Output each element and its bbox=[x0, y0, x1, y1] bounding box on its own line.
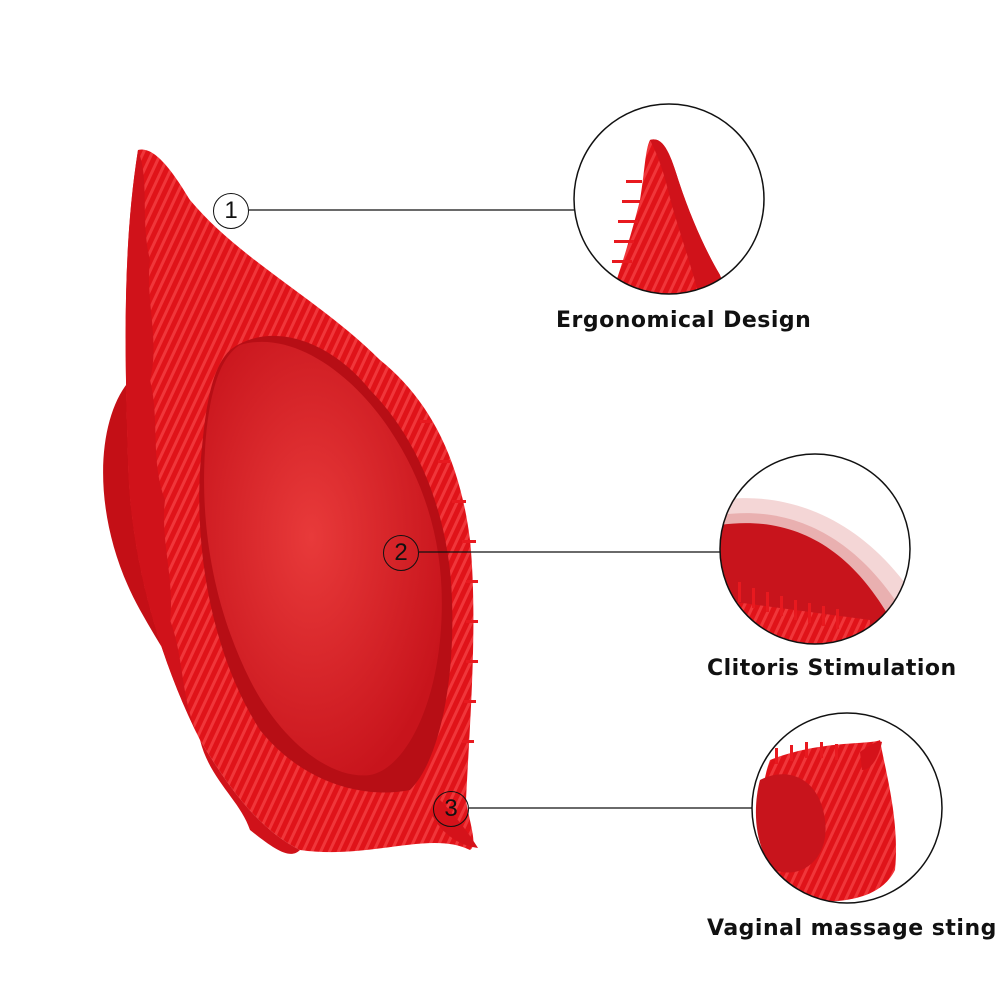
detail-circle-stimulation bbox=[719, 453, 911, 645]
callout-number-2: 2 bbox=[383, 535, 419, 571]
detail-circle-massage-sting bbox=[751, 712, 943, 904]
callout-lines bbox=[249, 209, 752, 809]
callout-number-3: 3 bbox=[433, 791, 469, 827]
feature-label-ergonomic: Ergonomical Design bbox=[556, 308, 812, 333]
detail-circle-ergonomic bbox=[573, 103, 765, 295]
product-main bbox=[103, 149, 478, 854]
feature-label-massage-sting: Vaginal massage sting bbox=[707, 916, 997, 941]
callout-number-1: 1 bbox=[213, 193, 249, 229]
feature-label-stimulation: Clitoris Stimulation bbox=[707, 656, 957, 681]
